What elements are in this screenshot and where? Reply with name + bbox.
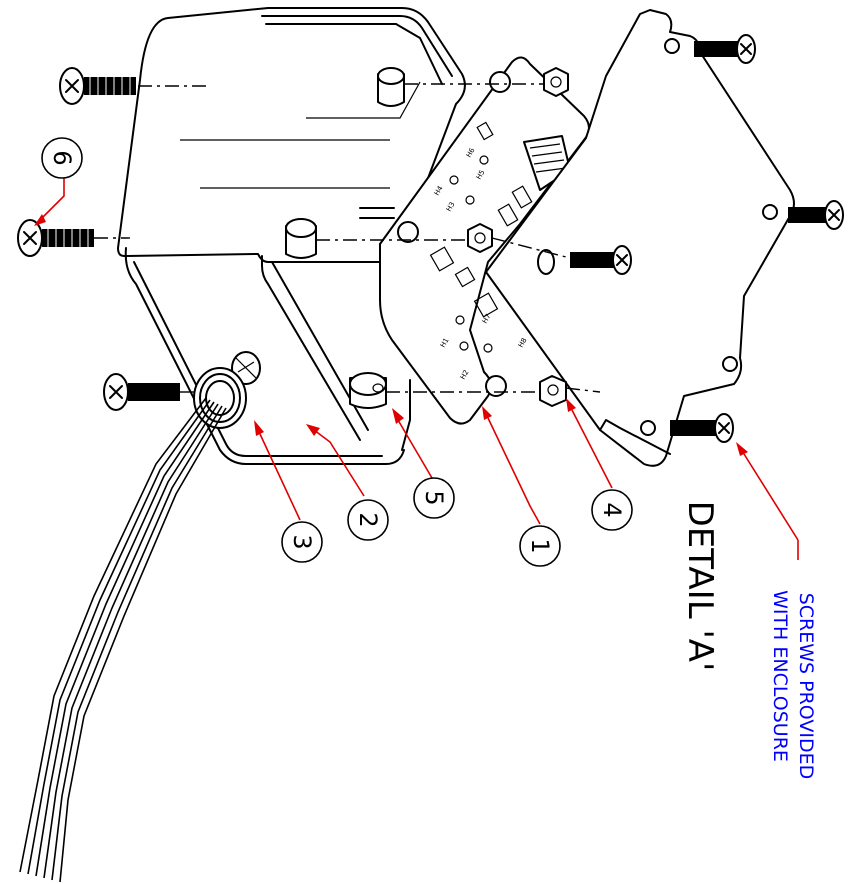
screw-left-bottom	[103, 373, 180, 411]
enclosure-box	[117, 7, 466, 465]
leader-lines	[34, 176, 799, 560]
screws-note: SCREWS PROVIDED WITH ENCLOSURE	[769, 590, 817, 779]
callout-number-5: 5	[420, 490, 448, 505]
pcb-label-h8: H8	[517, 337, 529, 349]
standoff-top	[377, 67, 405, 107]
callout-number-6: 6	[48, 150, 76, 165]
nut-bottom	[539, 375, 567, 407]
center-lines	[94, 83, 601, 393]
nut-middle	[467, 223, 493, 253]
standoff-middle	[285, 218, 317, 259]
callout-number-2: 2	[354, 512, 382, 527]
screw-right-top	[694, 34, 756, 64]
screw-right-middle	[788, 200, 844, 230]
callout-number-1: 1	[526, 538, 554, 553]
callout-balloon-6: 6	[41, 137, 83, 179]
cable-bundle	[19, 397, 227, 883]
note-line-1: SCREWS PROVIDED	[795, 593, 817, 780]
pcb-label-h5: H5	[475, 169, 487, 181]
nut-top	[543, 67, 569, 97]
screw-right-bottom	[670, 413, 734, 443]
callout-balloon-2: 2	[347, 499, 389, 541]
callout-number-3: 3	[288, 534, 316, 549]
note-line-2: WITH ENCLOSURE	[769, 590, 791, 762]
screw-right-lower	[570, 245, 632, 275]
callout-balloon-1: 1	[519, 525, 561, 567]
pcb-label-h2: H2	[459, 369, 471, 381]
callout-balloon-4: 4	[591, 489, 633, 531]
screw-left-middle	[17, 219, 94, 257]
pcb-label-h3: H3	[445, 201, 457, 213]
callout-balloon-3: 3	[281, 521, 323, 563]
callout-number-4: 4	[598, 502, 626, 517]
pcb-label-h7: H7	[481, 313, 493, 325]
detail-label: DETAIL 'A'	[680, 501, 720, 672]
pcb-label-h1: H1	[439, 337, 451, 349]
standoff-bottom	[349, 372, 387, 409]
screw-left-top	[59, 67, 136, 105]
callout-balloon-5: 5	[413, 477, 455, 519]
